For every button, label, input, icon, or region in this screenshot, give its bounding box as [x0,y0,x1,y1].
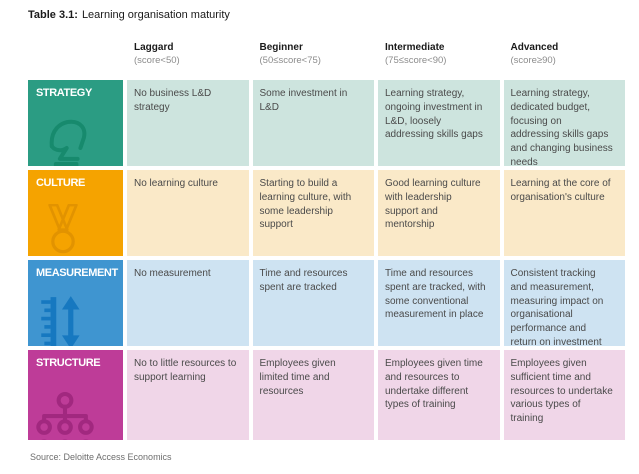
column-header-advanced: Advanced (score≥90) [504,40,626,80]
cell-culture-advanced: Learning at the core of organisation's c… [503,170,625,256]
medal-icon [36,203,90,256]
cell-measurement-advanced: Consistent tracking and measurement, mea… [503,260,625,348]
row-label: MEASUREMENT [36,267,118,279]
cell-strategy-laggard: No business L&D strategy [127,80,249,166]
row-label: STRUCTURE [36,357,101,369]
column-header-spacer [28,40,123,80]
chess-knight-icon [36,112,94,166]
org-chart-icon [36,390,94,440]
column-score-range: (50≤score<75) [259,55,321,66]
cell-measurement-laggard: No measurement [127,260,249,346]
row-header-culture: CULTURE [28,170,123,256]
column-header-row: Laggard (score<50) Beginner (50≤score<75… [28,40,625,80]
cell-structure-advanced: Employees given sufficient time and reso… [503,350,625,440]
cell-strategy-intermediate: Learning strategy, ongoing investment in… [378,80,500,166]
source-note: Source: Deloitte Access Economics [30,452,172,462]
column-label: Intermediate [385,42,445,53]
row-label: CULTURE [36,177,85,189]
cell-structure-intermediate: Employees given time and resources to un… [378,350,500,440]
column-header-laggard: Laggard (score<50) [127,40,249,80]
cell-structure-beginner: Employees given limited time and resourc… [252,350,374,440]
row-header-strategy: STRATEGY [28,80,123,166]
column-score-range: (score<50) [134,55,180,66]
table-number: Table 3.1: [28,9,78,21]
column-score-range: (75≤score<90) [385,55,447,66]
column-header-intermediate: Intermediate (75≤score<90) [378,40,500,80]
cell-strategy-beginner: Some investment in L&D [252,80,374,166]
column-score-range: (score≥90) [510,55,556,66]
column-label: Laggard [134,42,174,53]
column-header-beginner: Beginner (50≤score<75) [253,40,375,80]
cell-culture-intermediate: Good learning culture with leadership su… [378,170,500,256]
cell-culture-laggard: No learning culture [127,170,249,256]
column-label: Beginner [259,42,303,53]
cell-measurement-beginner: Time and resources spent are tracked [252,260,374,346]
row-label: STRATEGY [36,87,92,99]
cell-measurement-intermediate: Time and resources spent are tracked, wi… [378,260,500,346]
cell-culture-beginner: Starting to build a learning culture, wi… [252,170,374,256]
table-caption: Learning organisation maturity [81,9,230,21]
ruler-arrow-icon [36,294,90,346]
maturity-table: Laggard (score<50) Beginner (50≤score<75… [28,40,625,440]
cell-structure-laggard: No to little resources to support learni… [127,350,249,440]
row-header-measurement: MEASUREMENT [28,260,123,346]
row-header-structure: STRUCTURE [28,350,123,440]
table-title: Table 3.1:Learning organisation maturity [28,9,230,21]
column-label: Advanced [510,42,559,53]
cell-strategy-advanced: Learning strategy, dedicated budget, foc… [503,80,625,168]
table-grid: STRATEGY No business L&D strategy Some i… [28,80,625,440]
